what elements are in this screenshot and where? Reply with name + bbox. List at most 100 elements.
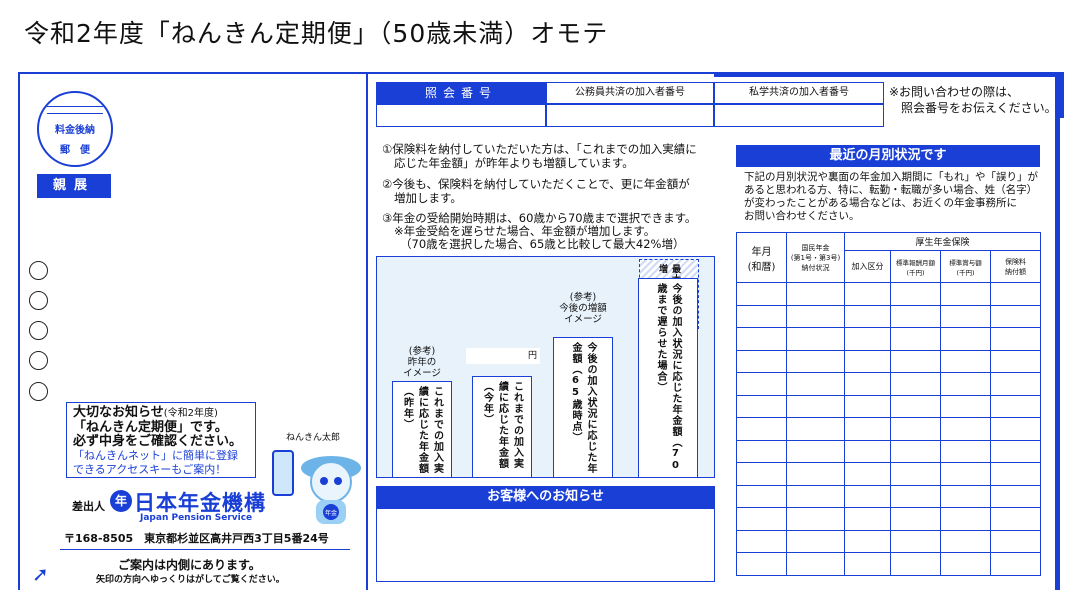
table-cell xyxy=(990,327,1041,351)
table-cell xyxy=(890,507,941,531)
table-cell xyxy=(890,439,941,463)
private-label: 私学共済の加入者番号 xyxy=(714,82,884,104)
table-cell xyxy=(736,282,787,306)
monthly-title: 最近の月別状況です xyxy=(736,145,1040,167)
table-cell xyxy=(940,417,991,441)
pubsvc-label: 公務員共済の加入者番号 xyxy=(546,82,714,104)
notice-net-1: 「ねんきんネット」に簡単に登録 xyxy=(73,449,238,462)
table-cell xyxy=(990,372,1041,396)
table-cell xyxy=(890,327,941,351)
col-month-label: 年月 xyxy=(751,246,772,258)
table-cell xyxy=(890,462,941,486)
org-logo-icon: 年 xyxy=(110,490,132,512)
table-cell xyxy=(786,327,845,351)
col-kubun: 加入区分 xyxy=(844,250,891,283)
note-1a: ①保険料を納付していただいた方は、「これまでの加入実績に xyxy=(382,142,697,156)
table-cell xyxy=(990,282,1041,306)
table-cell xyxy=(940,372,991,396)
col-month-sub: (和暦) xyxy=(747,261,776,273)
table-cell xyxy=(990,552,1041,576)
col-month: 年月 (和暦) xyxy=(736,232,787,283)
table-cell xyxy=(786,529,845,553)
notice-title: 大切なお知らせ xyxy=(73,405,164,420)
table-row xyxy=(736,282,1041,306)
note-2a: ②今後も、保険料を納付していただくことで、更に年金額が xyxy=(382,177,690,191)
table-cell xyxy=(844,529,891,553)
table-row xyxy=(736,439,1041,463)
org-name: 日本年金機構 xyxy=(134,491,266,515)
inside-guide: ご案内は内側にあります。 xyxy=(118,558,261,572)
inside-panel xyxy=(366,72,1060,590)
table-cell xyxy=(844,462,891,486)
col-nofu: 保険料納付額 xyxy=(990,250,1041,283)
frame-border xyxy=(714,72,1064,118)
sender-address: 〒168-8505 東京都杉並区高井戸西3丁目5番24号 xyxy=(64,532,329,545)
table-cell xyxy=(940,529,991,553)
table-cell xyxy=(736,372,787,396)
table-cell xyxy=(990,417,1041,441)
table-cell xyxy=(990,439,1041,463)
table-cell xyxy=(786,417,845,441)
bar1-caption-3: イメージ xyxy=(403,368,441,379)
table-cell xyxy=(786,304,845,328)
table-cell xyxy=(736,304,787,328)
notice-year: (令和2年度) xyxy=(163,408,218,419)
bar3-caption: (参考) 今後の増額 イメージ xyxy=(553,292,613,325)
table-cell xyxy=(786,372,845,396)
mascot-icon: 年金 xyxy=(301,456,361,524)
table-cell xyxy=(990,304,1041,328)
punch-hole xyxy=(29,291,48,310)
table-cell xyxy=(786,462,845,486)
table-cell xyxy=(990,349,1041,373)
divider xyxy=(60,549,350,550)
col-hyojun-unit: (千円) xyxy=(906,268,925,277)
confidential-label: 親展 xyxy=(37,174,111,198)
table-cell xyxy=(786,394,845,418)
monthly-note-1: 下記の月別状況や裏面の年金加入期間に「もれ」や「誤り」が xyxy=(744,171,1038,183)
table-cell xyxy=(890,529,941,553)
table-cell xyxy=(940,394,991,418)
table-cell xyxy=(940,507,991,531)
table-cell xyxy=(844,327,891,351)
note-3b: ※年金受給を遅らせた場合、年金額が増加します。 xyxy=(394,224,656,238)
sender-label: 差出人 xyxy=(72,500,105,513)
note-1b: 応じた年金額」が昨年よりも増額しています。 xyxy=(394,156,634,170)
table-cell xyxy=(736,417,787,441)
table-row xyxy=(736,394,1041,418)
frame-border-right xyxy=(1054,72,1060,590)
customer-notice-body xyxy=(376,508,715,582)
chart-bar: これまでの加入実績に応じた年金額（昨年） xyxy=(392,381,452,478)
table-cell xyxy=(890,394,941,418)
bar3-caption-2: 今後の増額 xyxy=(559,303,607,314)
table-row xyxy=(736,552,1041,576)
bar1-caption-1: (参考) xyxy=(408,346,436,357)
monthly-note-4: お問い合わせください。 xyxy=(744,210,860,222)
peel-instruction: 矢印の方向へゆっくりはがしてご覧ください。 xyxy=(96,575,285,585)
table-cell xyxy=(940,282,991,306)
table-cell xyxy=(890,372,941,396)
col-hyojun: 標準報酬月額(千円) xyxy=(890,250,941,283)
table-cell xyxy=(940,327,991,351)
contact-note: ※お問い合わせの際は、 照会番号をお伝えください。 xyxy=(889,84,1057,116)
note-3c: （70歳を選択した場合、65歳と比較して最大42%増） xyxy=(400,237,685,251)
table-cell xyxy=(844,417,891,441)
chart-bar: 今後の加入状況に応じた年金額（70歳まで遅らせた場合） xyxy=(638,278,698,478)
table-row xyxy=(736,417,1041,441)
page-title: 令和2年度「ねんきん定期便」（50歳未満）オモテ xyxy=(24,19,609,48)
table-cell xyxy=(940,552,991,576)
table-cell xyxy=(736,484,787,508)
punch-hole xyxy=(29,261,48,280)
table-cell xyxy=(786,439,845,463)
chart-bar-label: これまでの加入実績に応じた年金額（今年） xyxy=(481,381,523,469)
table-cell xyxy=(990,394,1041,418)
table-cell xyxy=(890,349,941,373)
table-cell xyxy=(844,394,891,418)
contact-note-2: 照会番号をお伝えください。 xyxy=(901,101,1057,115)
table-cell xyxy=(940,484,991,508)
table-cell xyxy=(844,552,891,576)
smartphone-icon xyxy=(272,450,294,496)
table-cell xyxy=(786,484,845,508)
bar1-caption-2: 昨年の xyxy=(407,357,437,368)
stamp-line xyxy=(47,106,103,107)
table-row xyxy=(736,349,1041,373)
